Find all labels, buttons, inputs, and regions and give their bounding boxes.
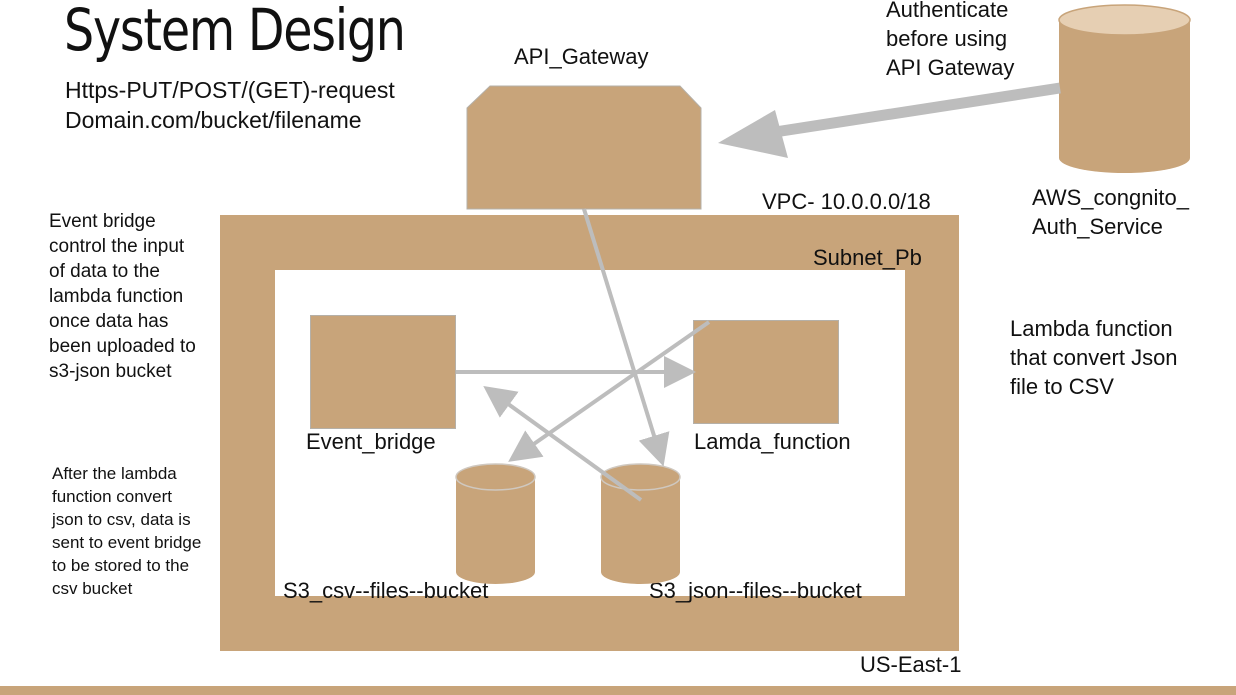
lambda-note: Lambda function that convert Json file t… [1010,316,1178,399]
vpc-label: VPC- 10.0.0.0/18 [762,189,931,214]
lambda-function-box [693,320,839,424]
lambda-function-label: Lamda_function [694,429,851,454]
lambda-to-s3-csv-arrow [508,320,711,462]
auth-note-line1: Authenticate [886,0,1009,22]
auth-note-line2: before using [886,26,1008,51]
api-gateway-shape [466,85,702,210]
s3-csv-bucket-label: S3_csv--files--bucket [283,578,489,603]
event-bridge-box [310,315,456,429]
event-bridge-note: Event bridge control the input of data t… [49,211,196,382]
page-title: System Design [64,0,406,64]
subnet-label: Subnet_Pb [813,245,922,270]
auth-to-api-arrow [774,82,1061,138]
after-lambda-note: After the lambda function convert json t… [52,464,202,598]
auth-service-label-line1: AWS_congnito_ [1032,185,1189,210]
request-method-text: Https-PUT/POST/(GET)-request [65,77,395,103]
api-gateway-label: API_Gateway [514,44,649,69]
cognito-cylinder-icon [1058,4,1191,173]
request-url-text: Domain.com/bucket/filename [65,107,362,133]
auth-note-line3: API Gateway [886,55,1015,80]
event-bridge-label: Event_bridge [306,429,436,454]
bottom-bar [0,686,1236,695]
auth-arrow-head [718,110,788,158]
s3-json-bucket-label: S3_json--files--bucket [649,578,862,603]
api-to-s3-json-arrow [582,208,670,467]
s3-csv-cylinder-icon [455,463,536,584]
auth-service-label-line2: Auth_Service [1032,214,1163,239]
region-label: US-East-1 [860,652,962,677]
s3-json-to-event-bridge-arrow [483,385,643,502]
